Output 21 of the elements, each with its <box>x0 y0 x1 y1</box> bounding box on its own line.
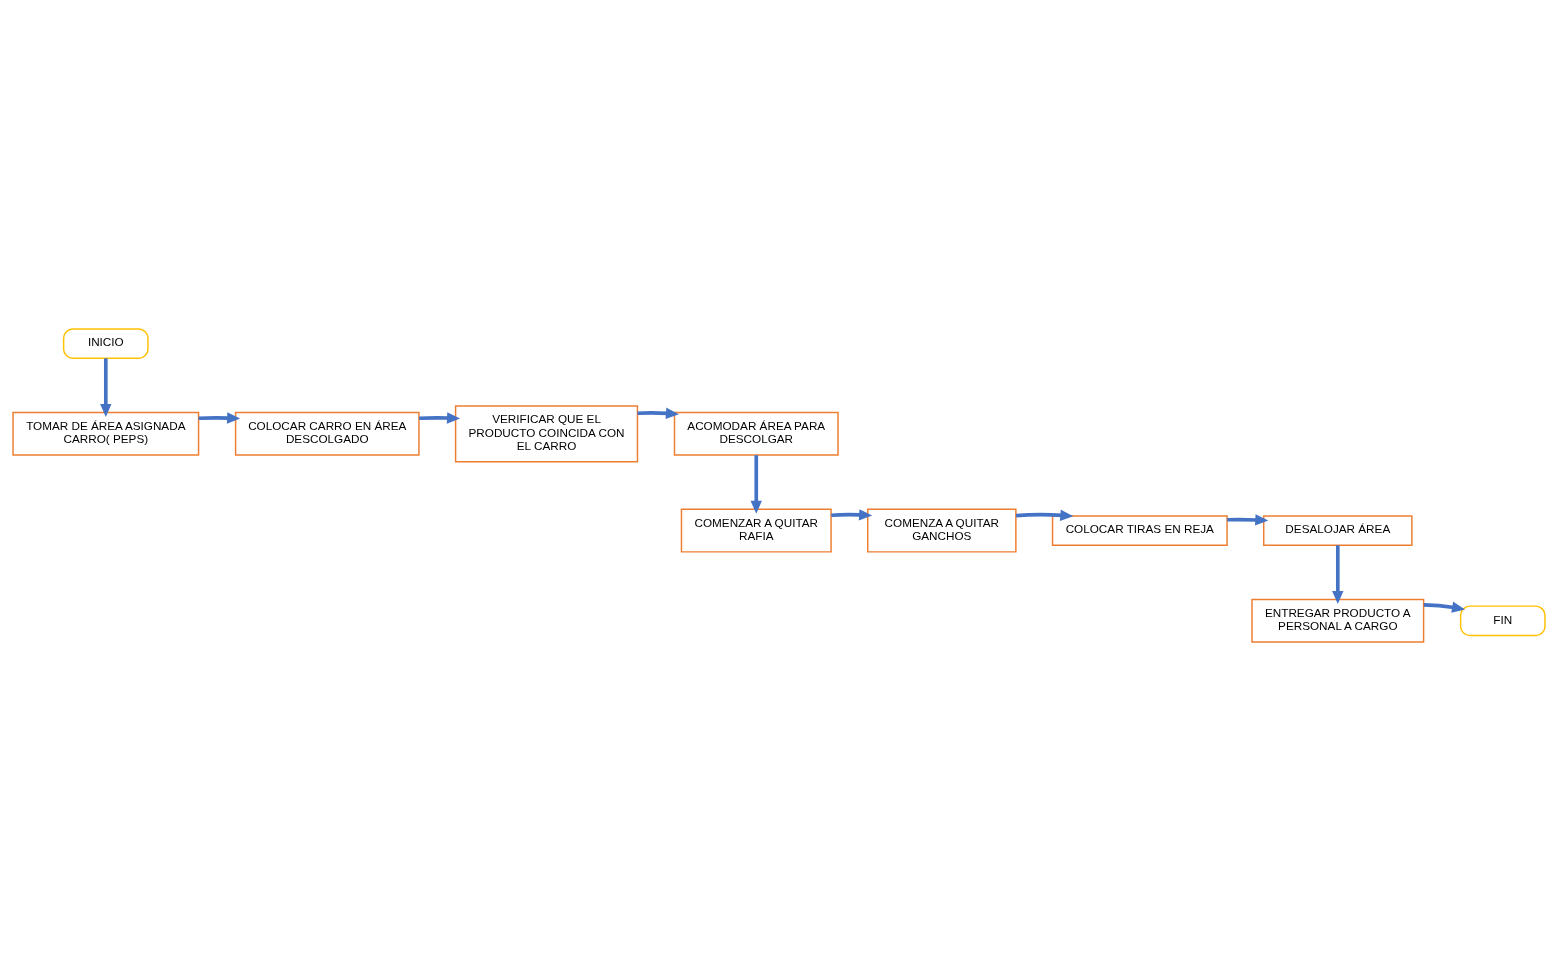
arrow <box>831 509 873 521</box>
node-box: FIN <box>1459 605 1546 637</box>
node-box: COMENZA A QUITAR GANCHOS <box>867 508 1017 553</box>
node-box: COLOCAR TIRAS EN REJA <box>1051 515 1228 546</box>
arrow <box>637 407 679 419</box>
arrow <box>100 358 112 418</box>
arrow <box>1227 514 1269 526</box>
arrow <box>1423 601 1466 613</box>
node-box: COLOCAR CARRO EN ÁREA DESCOLGADO <box>234 411 420 456</box>
arrow <box>1332 545 1344 605</box>
node-box: VERIFICAR QUE EL PRODUCTO COINCIDA CON EL CARRO <box>454 405 639 463</box>
node-box: DESALOJAR ÁREA <box>1263 515 1413 546</box>
node-box: ENTREGAR PRODUCTO A PERSONAL A CARGO <box>1251 598 1425 643</box>
node-box: ACOMODAR ÁREA PARA DESCOLGAR <box>673 411 839 456</box>
node-box: INICIO <box>62 328 149 359</box>
arrow <box>198 412 241 424</box>
node-box: COMENZAR A QUITAR RAFIA <box>680 508 832 553</box>
node-box: TOMAR DE ÁREA ASIGNADA CARRO( PEPS) <box>12 411 200 456</box>
arrow <box>419 412 461 424</box>
arrow <box>750 455 762 514</box>
arrow <box>1015 509 1074 521</box>
